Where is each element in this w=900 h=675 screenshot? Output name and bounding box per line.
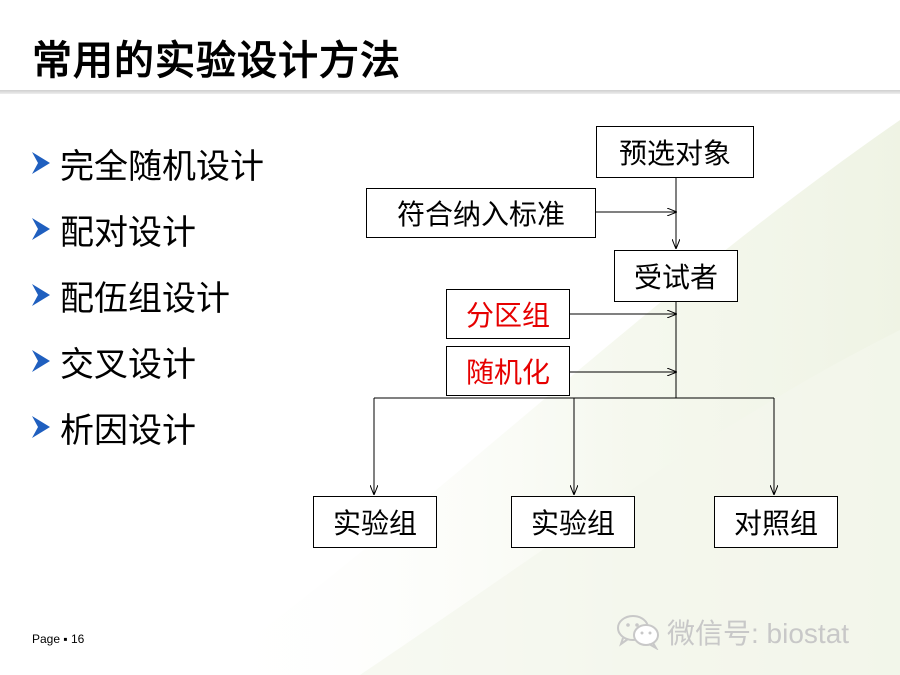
watermark: 微信号: biostat <box>615 612 849 652</box>
title-divider <box>0 90 900 94</box>
bullet-text: 配伍组设计 <box>60 278 230 319</box>
watermark-text: 微信号: biostat <box>667 618 850 649</box>
node-blocking: 分区组 <box>446 289 570 339</box>
wechat-icon <box>617 615 659 650</box>
node-control-group: 对照组 <box>714 496 838 548</box>
node-experiment-group-1: 实验组 <box>313 496 437 548</box>
bullet-item: 析因设计 <box>30 394 264 460</box>
node-inclusion: 符合纳入标准 <box>366 188 596 238</box>
slide-title: 常用的实验设计方法 <box>32 38 401 84</box>
node-subjects: 受试者 <box>614 250 738 302</box>
arrow-bullet-icon <box>32 284 50 306</box>
bullet-item: 配伍组设计 <box>30 262 264 328</box>
bullet-text: 配对设计 <box>60 212 196 253</box>
bullet-text: 析因设计 <box>60 410 196 451</box>
bullet-item: 交叉设计 <box>30 328 264 394</box>
arrow-bullet-icon <box>32 350 50 372</box>
node-experiment-group-2: 实验组 <box>511 496 635 548</box>
page-number: Page ▪ 16 <box>32 632 85 646</box>
bullet-list: 完全随机设计 配对设计 配伍组设计 交叉设计 析因设计 <box>30 130 264 460</box>
bullet-text: 交叉设计 <box>60 344 196 385</box>
arrow-bullet-icon <box>32 416 50 438</box>
arrow-bullet-icon <box>32 218 50 240</box>
node-preselect: 预选对象 <box>596 126 754 178</box>
node-randomize: 随机化 <box>446 346 570 396</box>
arrow-bullet-icon <box>32 152 50 174</box>
bullet-item: 配对设计 <box>30 196 264 262</box>
bullet-text: 完全随机设计 <box>60 146 264 187</box>
bullet-item: 完全随机设计 <box>30 130 264 196</box>
